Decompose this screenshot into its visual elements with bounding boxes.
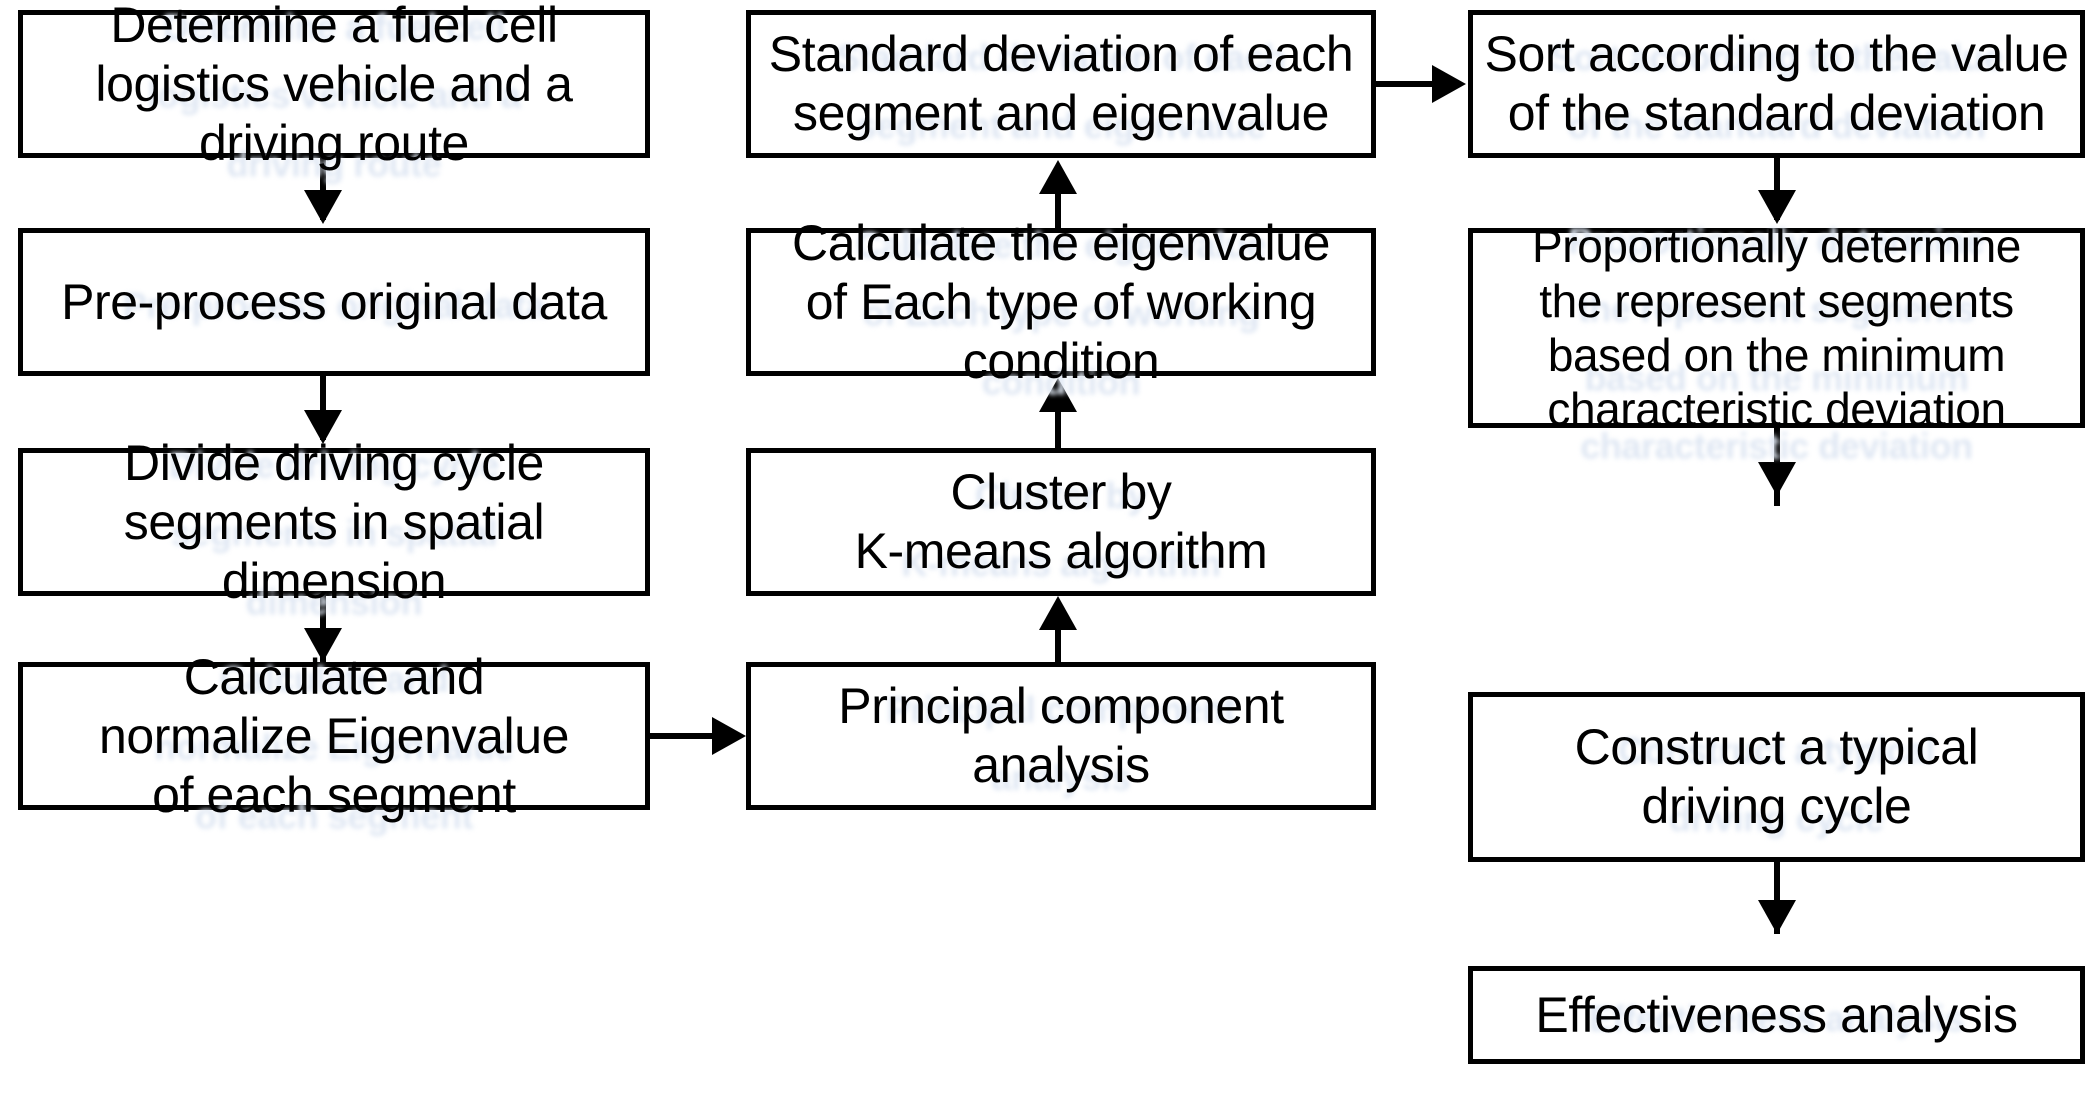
connector-n3-n4-arrowhead — [304, 628, 342, 662]
flow-node-label: Proportionally determine the represent s… — [1532, 220, 2021, 436]
flow-node-label: Divide driving cycle segments in spatial… — [123, 434, 545, 609]
flow-node-label: Construct a typical driving cycle — [1574, 719, 1979, 834]
flow-node-calculate-normalize-eigenvalue[interactable]: Calculate and normalize Eigenvalue of ea… — [18, 649, 650, 837]
connector-n6-n5-line — [1055, 166, 1061, 228]
connector-n4-n8-arrowhead — [712, 717, 746, 755]
flow-node-standard-deviation-eigenvalue[interactable]: Standard deviation of each segment and e… — [746, 10, 1376, 158]
flow-node-label: Effectiveness analysis — [1535, 986, 2018, 1043]
flow-node-label: Standard deviation of each segment and e… — [768, 26, 1354, 141]
connector-n1-n2-line — [320, 158, 326, 220]
connector-n8-n7-arrowhead — [1039, 596, 1077, 630]
flow-node-label: Pre-process original data — [61, 273, 607, 330]
flow-node-label: Sort according to the value of the stand… — [1484, 26, 2069, 141]
flow-node-principal-component-analysis[interactable]: Principal component analysis Principal c… — [746, 662, 1376, 810]
connector-n2-n3-arrowhead — [304, 410, 342, 444]
connector-n5-n9-line — [1376, 81, 1436, 87]
connector-n11-n12-line — [1774, 862, 1780, 934]
flow-node-label: Determine a fuel cell logistics vehicle … — [95, 0, 573, 171]
flow-node-determine-vehicle-route[interactable]: Determine a fuel cell logistics vehicle … — [18, 0, 650, 185]
connector-n1-n2-arrowhead — [304, 190, 342, 224]
connector-n4-n8-line — [650, 733, 716, 739]
connector-n5-n9-arrowhead — [1432, 65, 1466, 103]
flow-node-construct-typical-driving-cycle[interactable]: Construct a typical driving cycle Constr… — [1468, 692, 2085, 862]
connector-n9-n10-line — [1774, 158, 1780, 220]
flow-node-label: Calculate the eigenvalue of Each type of… — [791, 214, 1330, 389]
flow-node-label: Principal component analysis — [838, 678, 1284, 793]
connector-n7-n6-arrowhead — [1039, 378, 1077, 412]
flow-node-label: Cluster by K-means algorithm — [854, 464, 1268, 579]
flow-node-calculate-eigenvalue-working-condition[interactable]: Calculate the eigenvalue of Each type of… — [746, 215, 1376, 403]
flow-node-divide-cycle-segments[interactable]: Divide driving cycle segments in spatial… — [18, 435, 650, 623]
connector-n11-n12-arrowhead — [1758, 900, 1796, 934]
flow-node-sort-by-standard-deviation[interactable]: Sort according to the value of the stand… — [1468, 10, 2085, 158]
connector-n8-n7-line — [1055, 602, 1061, 664]
flow-node-determine-represent-segments[interactable]: Proportionally determine the represent s… — [1468, 220, 2085, 467]
flow-node-cluster-kmeans[interactable]: Cluster by K-means algorithm Cluster by … — [746, 448, 1376, 596]
connector-n6-n5-arrowhead — [1039, 160, 1077, 194]
flow-node-preprocess-data[interactable]: Pre-process original data Pre-process or… — [18, 228, 650, 376]
connector-n9-n10-arrowhead — [1758, 190, 1796, 224]
connector-n10-n11-arrowhead — [1758, 462, 1796, 496]
connector-n2-n3-line — [320, 376, 326, 440]
flow-node-label: Calculate and normalize Eigenvalue of ea… — [98, 648, 570, 823]
flow-node-effectiveness-analysis[interactable]: Effectiveness analysis Effectiveness ana… — [1468, 966, 2085, 1064]
connector-n7-n6-line — [1055, 384, 1061, 448]
